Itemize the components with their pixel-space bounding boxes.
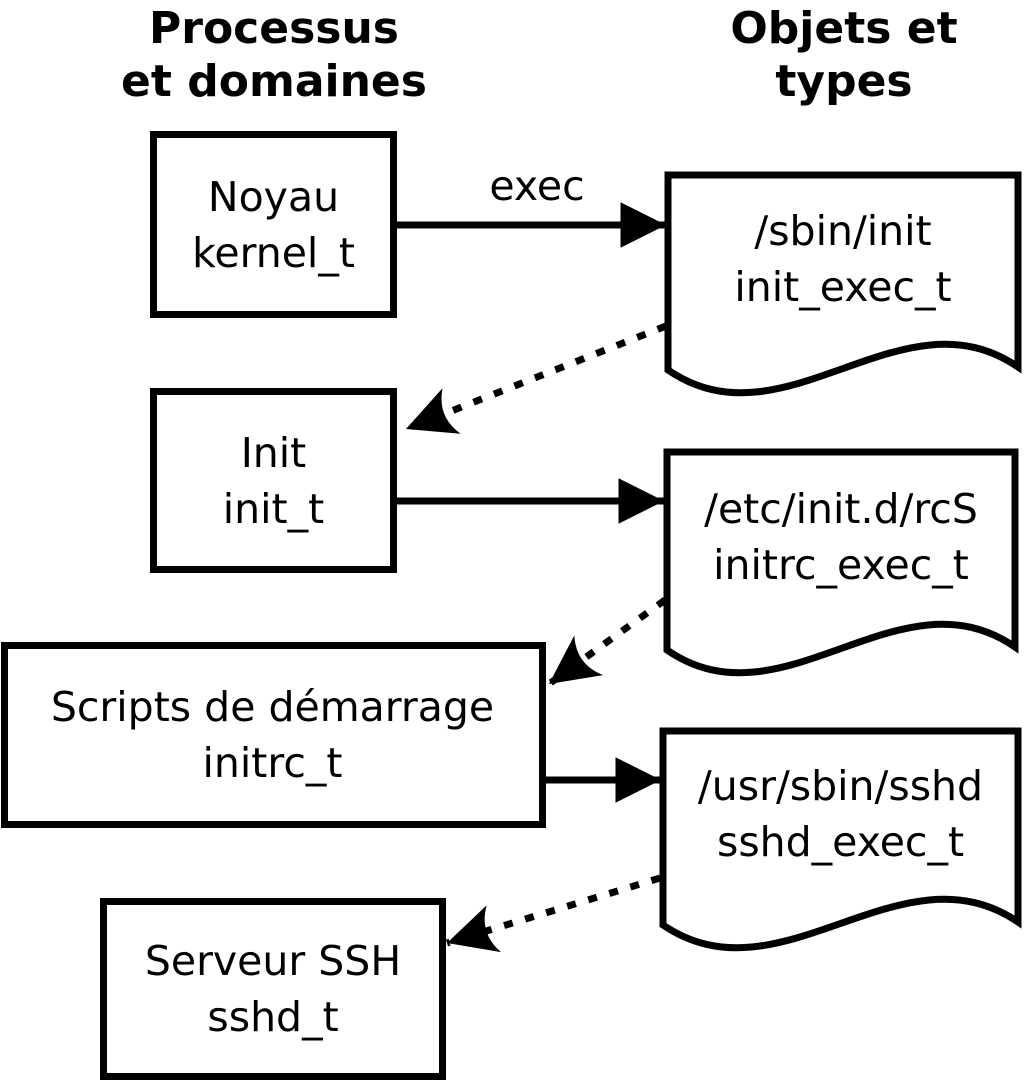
object-doc-init-exec-label: /sbin/init init_exec_t [668,175,1018,370]
column-header-processes-line2: et domaines [121,56,427,107]
column-header-objects-line2: types [775,56,913,107]
process-name: Init [240,428,307,477]
object-type: sshd_exec_t [716,818,965,866]
process-box-sshd [100,898,446,1080]
process-domain: kernel_t [192,228,355,277]
process-domain: init_t [222,484,325,533]
process-box-kernel-label: Noyau kernel_t [150,131,397,318]
transition-arrow-to-init [404,322,668,434]
object-type: initrc_exec_t [713,541,969,589]
process-name: Noyau [207,172,340,221]
process-domain: sshd_t [207,993,339,1041]
process-box-init-label: Init init_t [150,388,397,573]
process-box-sshd-label: Serveur SSH sshd_t [100,898,446,1080]
object-type: init_exec_t [734,262,952,311]
transition-arrow-to-sshd [445,874,662,953]
object-doc-initrc-exec [663,448,1019,677]
object-doc-initrc-exec-label: /etc/init.d/rcS initrc_exec_t [667,452,1015,650]
column-header-processes: Processus et domaines [114,2,434,108]
column-header-processes-line1: Processus [149,3,399,54]
process-box-initrc [1,642,546,828]
process-box-kernel [150,131,397,318]
process-domain: initrc_t [202,739,343,787]
object-path: /etc/init.d/rcS [704,485,978,533]
object-path: /sbin/init [754,206,932,255]
object-doc-sshd-exec-label: /usr/sbin/sshd sshd_exec_t [663,731,1018,925]
exec-arrow-label: exec [489,162,585,210]
object-doc-init-exec [664,171,1022,397]
object-doc-sshd-exec [659,727,1022,952]
column-header-objects-line1: Objets et [730,3,958,54]
process-box-initrc-label: Scripts de démarrage initrc_t [2,642,543,828]
transition-arrow-to-initrc [546,597,668,687]
object-path: /usr/sbin/sshd [697,762,984,810]
process-name: Scripts de démarrage [50,683,495,731]
process-name: Serveur SSH [144,937,402,985]
process-box-init [150,388,397,573]
column-header-objects: Objets et types [684,2,1004,108]
